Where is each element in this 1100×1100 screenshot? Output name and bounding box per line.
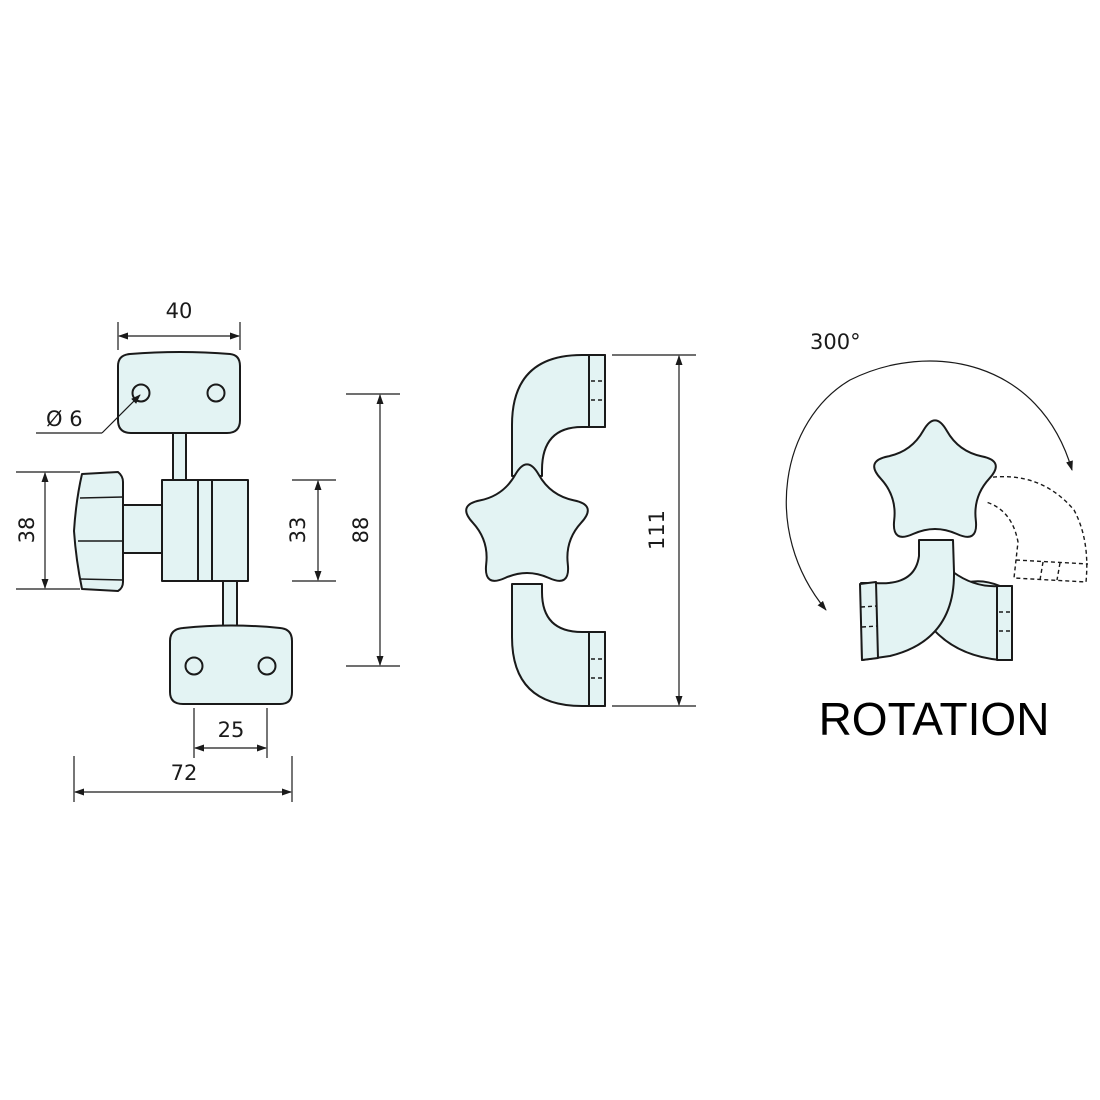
left-arm-end-cap (859, 581, 879, 661)
star-knob (465, 463, 589, 582)
top-plate-hole-left (131, 383, 151, 403)
rotation-arc (785, 360, 1073, 611)
bottom-plate-hole-left (184, 656, 204, 676)
right-arm-end-cap (996, 585, 1013, 661)
dimension-label-72: 72 (171, 761, 198, 785)
dimension-knob-height: 38 (15, 471, 80, 590)
rotation-view: 300° ROTATION (785, 330, 1089, 745)
dimension-label-40: 40 (166, 299, 193, 323)
knob-shaft (121, 504, 163, 554)
dimension-label-33: 33 (286, 517, 310, 544)
dimension-top-plate-width: 40 (117, 299, 241, 350)
front-view: 40 Ø 6 38 33 88 (15, 299, 400, 802)
bottom-plate-hole-right (257, 656, 277, 676)
dimension-label-25: 25 (218, 718, 245, 742)
dimension-label-111: 111 (645, 510, 669, 550)
rotation-title: ROTATION (819, 693, 1050, 745)
upper-arm-end-cap (588, 354, 606, 428)
dimension-overall-width: 72 (73, 756, 293, 802)
top-mounting-plate (117, 351, 241, 434)
dimension-side-height: 111 (612, 354, 696, 707)
knob-side (73, 471, 124, 592)
clamp-block (161, 479, 249, 582)
dimension-label-88: 88 (349, 517, 373, 544)
lower-stem (222, 579, 238, 631)
left-arm (860, 539, 956, 661)
dimension-hole-diameter: Ø 6 (36, 394, 141, 434)
dimension-plate-span: 88 (346, 393, 400, 667)
bottom-mounting-plate (169, 624, 293, 705)
lower-arm-end-cap (588, 631, 606, 707)
rotation-angle-label: 300° (810, 330, 861, 354)
dimension-clamp-height: 33 (286, 479, 336, 582)
dimension-hole-spacing: 25 (193, 708, 268, 758)
rotated-arm-ghost (985, 475, 1088, 583)
star-knob-rotation (873, 419, 997, 538)
dimension-label-hole-diameter: Ø 6 (46, 407, 83, 431)
dimension-label-38: 38 (15, 517, 39, 544)
top-plate-hole-right (206, 383, 226, 403)
side-view: 111 (465, 354, 696, 707)
upper-stem (172, 429, 187, 483)
